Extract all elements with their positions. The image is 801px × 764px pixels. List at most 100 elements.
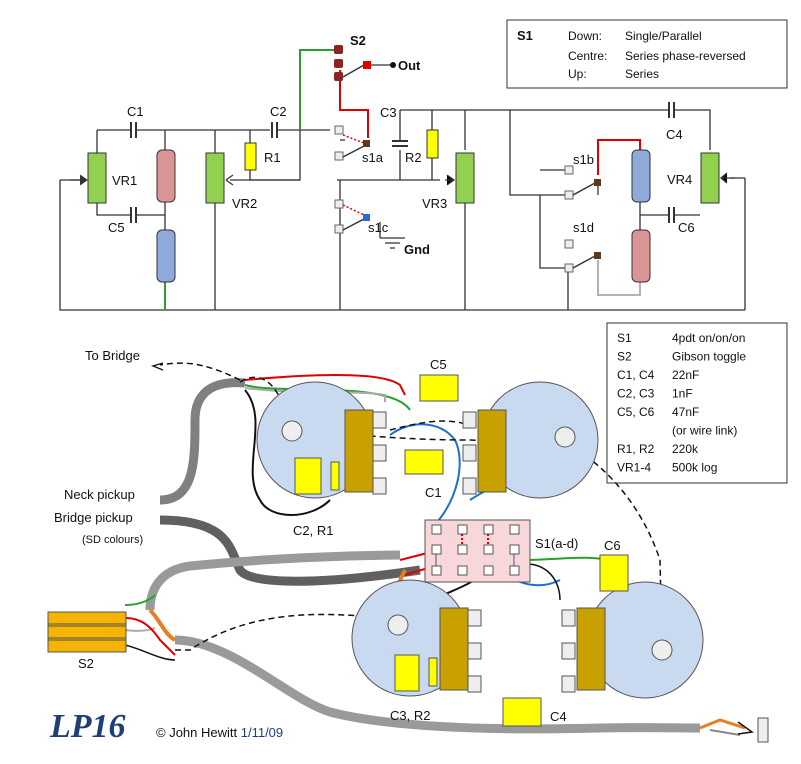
c3-label: C3 [380, 105, 397, 120]
vr2-pot [205, 152, 225, 204]
c1-label: C1 [127, 104, 144, 119]
parts-ref-3: C2, C3 [617, 387, 655, 401]
vr3-pot [455, 152, 475, 204]
wiring-components: C5 C1 C6 C4 S1(a-d) S2 [47, 357, 769, 743]
diagram-title: LP16 [49, 708, 126, 745]
wiring-pots [256, 381, 704, 699]
parts-ref-4: C5, C6 [617, 405, 655, 419]
wiring-labels: To Bridge Neck pickup Bridge pickup (SD … [54, 348, 430, 723]
c4-capacitor [668, 102, 675, 118]
s1a-label: s1a [362, 150, 384, 165]
pot-neck-volume [256, 381, 387, 499]
parts-value-1: Gibson toggle [672, 350, 746, 364]
s1c-wiper [363, 214, 370, 221]
c1-wiring-label: C1 [425, 485, 442, 500]
to-bridge-label: To Bridge [85, 348, 140, 363]
legend-s1: S1 [517, 28, 533, 43]
bridge-pickup-label: Bridge pickup [54, 510, 133, 525]
bridge-coil-south [631, 229, 651, 283]
vr3-label: VR3 [422, 196, 447, 211]
c1-capacitor [130, 122, 137, 138]
parts-value-4: 47nF [672, 405, 699, 419]
pot-bridge-volume [351, 579, 482, 697]
s1-4pdt-switch [424, 519, 531, 583]
c4-wiring-label: C4 [550, 709, 567, 724]
schematic [59, 49, 746, 311]
neck-coil-south [156, 229, 176, 283]
neck-pickup-label: Neck pickup [64, 487, 135, 502]
c2r1-label: C2, R1 [293, 523, 333, 538]
vr4-label: VR4 [667, 172, 692, 187]
parts-value-2: 22nF [672, 368, 699, 382]
switch-legend: S1 Down: Single/Parallel Centre: Series … [506, 19, 788, 89]
s2-contact-bot [334, 72, 343, 81]
s1d-label: s1d [573, 220, 594, 235]
sd-colours-label: (SD colours) [82, 534, 143, 546]
r1-resistor [244, 142, 257, 171]
c6-wiring-cap [599, 554, 629, 592]
c2-wiring-cap [294, 457, 322, 495]
legend-desc-centre: Series phase-reversed [625, 49, 746, 63]
pot-bridge-tone [561, 581, 704, 699]
pot-neck-tone [462, 381, 599, 499]
s1b-wiper [594, 179, 601, 186]
c6-capacitor [668, 207, 675, 223]
s1b-label: s1b [573, 152, 594, 167]
c2-capacitor [271, 122, 278, 138]
r2-wiring-res [428, 657, 438, 687]
c6-wiring-label: C6 [604, 538, 621, 553]
schematic-components: S2 Out C1 C5 C2 C3 C4 C6 R1 R2 VR1 VR2 [70, 33, 735, 283]
c5-wiring-label: C5 [430, 357, 447, 372]
c5-label: C5 [108, 220, 125, 235]
legend-pos-up: Up: [568, 67, 587, 81]
c5-wiring-cap [419, 374, 459, 402]
vr2-label: VR2 [232, 196, 257, 211]
parts-value-3: 1nF [672, 387, 693, 401]
s2-contact-top [334, 45, 343, 54]
parts-ref-1: S2 [617, 350, 632, 364]
legend-desc-down: Single/Parallel [625, 29, 702, 43]
r1-label: R1 [264, 150, 281, 165]
vr4-pot [700, 152, 720, 204]
parts-value-0: 4pdt on/on/on [672, 331, 745, 345]
c3r2-label: C3, R2 [390, 708, 430, 723]
r2-resistor [426, 129, 439, 159]
parts-ref-0: S1 [617, 331, 632, 345]
c2-label: C2 [270, 104, 287, 119]
r2-label: R2 [405, 150, 422, 165]
c1-wiring-cap [404, 449, 444, 475]
parts-value-7: 500k log [672, 461, 717, 475]
c3-capacitor [392, 140, 408, 147]
c4-wiring-cap [502, 697, 542, 727]
s1d-wiper [594, 252, 601, 259]
s2-toggle-lugs [47, 611, 127, 653]
parts-value-6: 220k [672, 442, 699, 456]
parts-value-5: (or wire link) [672, 424, 737, 438]
footer: LP16 © John Hewitt 1/11/09 [49, 708, 283, 745]
neck-coil-north [156, 149, 176, 203]
legend-pos-centre: Centre: [568, 49, 607, 63]
bridge-coil-north [631, 149, 651, 203]
s2-contact-mid [334, 59, 343, 68]
s1a-wiper [363, 140, 370, 147]
copyright-author: © John Hewitt [156, 725, 241, 740]
copyright-text: © John Hewitt 1/11/09 [156, 725, 283, 740]
c5-capacitor [130, 207, 137, 223]
parts-ref-2: C1, C4 [617, 368, 655, 382]
legend-pos-down: Down: [568, 29, 602, 43]
out-label: Out [398, 58, 421, 73]
vr1-label: VR1 [112, 173, 137, 188]
s2-wiper [363, 61, 371, 69]
vr1-pot [87, 152, 107, 204]
parts-ref-7: VR1-4 [617, 461, 651, 475]
c6-label: C6 [678, 220, 695, 235]
parts-ref-6: R1, R2 [617, 442, 655, 456]
legend-desc-up: Series [625, 67, 659, 81]
s2-label: S2 [350, 33, 366, 48]
s1-wiring-label: S1(a-d) [535, 536, 578, 551]
r1-wiring-res [330, 461, 340, 491]
c3-wiring-cap [394, 654, 420, 692]
c4-label: C4 [666, 127, 683, 142]
